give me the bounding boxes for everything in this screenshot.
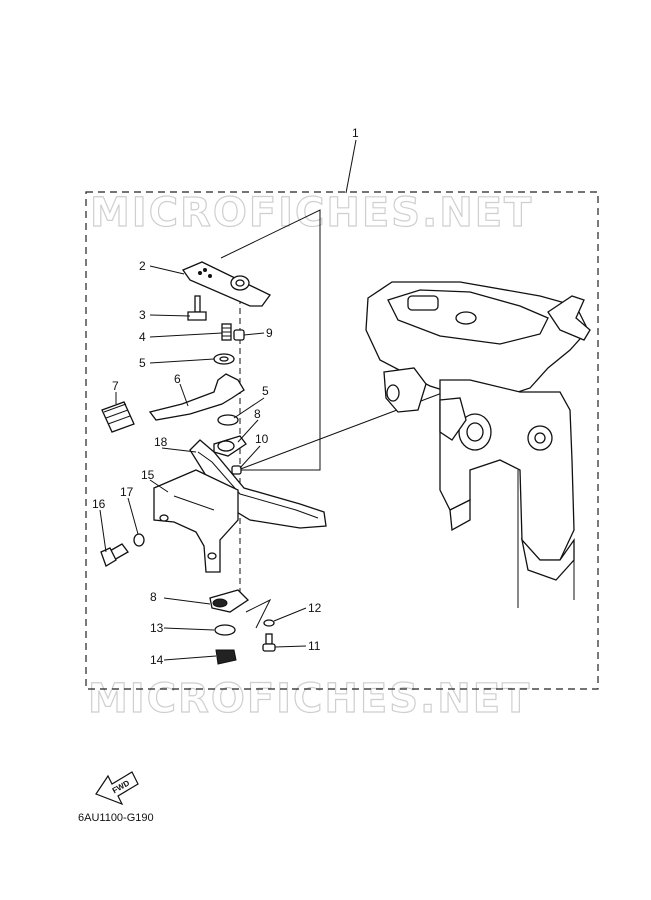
fwd-arrow-icon: FWD [95,771,139,806]
part-4-stud [221,323,232,341]
callout-11: 11 [308,639,321,653]
part-12-washer [263,619,275,627]
swivel-bracket [365,281,591,608]
assembly-boundary [85,191,599,690]
callout-5: 5 [139,356,146,370]
part-5-washer-middle [217,414,239,426]
callout-18: 18 [154,435,168,449]
callout-16: 16 [92,497,106,511]
diagram-code: 6AU1100-G190 [78,812,154,824]
part-10-nut [231,465,242,475]
part-16-bolt [100,543,129,567]
callout-15: 15 [141,468,155,482]
callout-4: 4 [139,330,146,344]
part-15-bracket [153,469,239,573]
callout-5-second: 5 [262,384,269,398]
part-13-lock-washer [214,624,236,636]
callout-9: 9 [266,326,273,340]
callout-7: 7 [112,379,119,393]
leader-1 [345,139,357,194]
callout-3: 3 [139,308,146,322]
part-3-bolt [187,295,207,321]
callout-10: 10 [255,432,269,446]
callout-14: 14 [150,653,164,667]
callout-13: 13 [150,621,164,635]
part-7-grip [101,401,135,433]
part-8-arm-lower [209,589,250,613]
part-11-screw [262,633,276,652]
part-6-link-arm [148,373,245,421]
part-17-washer [133,533,145,547]
watermark-top: MICROFICHES.NET [90,190,533,236]
callout-12: 12 [308,601,322,615]
part-5-washer-upper-hole [219,356,229,362]
leader-lines [99,265,307,661]
part-14-nut [215,649,237,665]
part-2-upper-plate [182,261,271,307]
part-8-arm-upper [213,435,247,457]
part-18-guide-inner [197,451,319,519]
callout-17: 17 [120,485,134,499]
callout-8-second: 8 [150,590,157,604]
callout-labels: 1 2 3 4 5 6 7 5 8 10 9 18 15 17 16 8 12 … [92,126,359,667]
callout-8: 8 [254,407,261,421]
watermark-bottom: MICROFICHES.NET [88,676,531,722]
callout-1: 1 [352,126,359,140]
callout-2: 2 [139,259,146,273]
callout-6: 6 [174,372,181,386]
part-9-collar [233,329,245,341]
